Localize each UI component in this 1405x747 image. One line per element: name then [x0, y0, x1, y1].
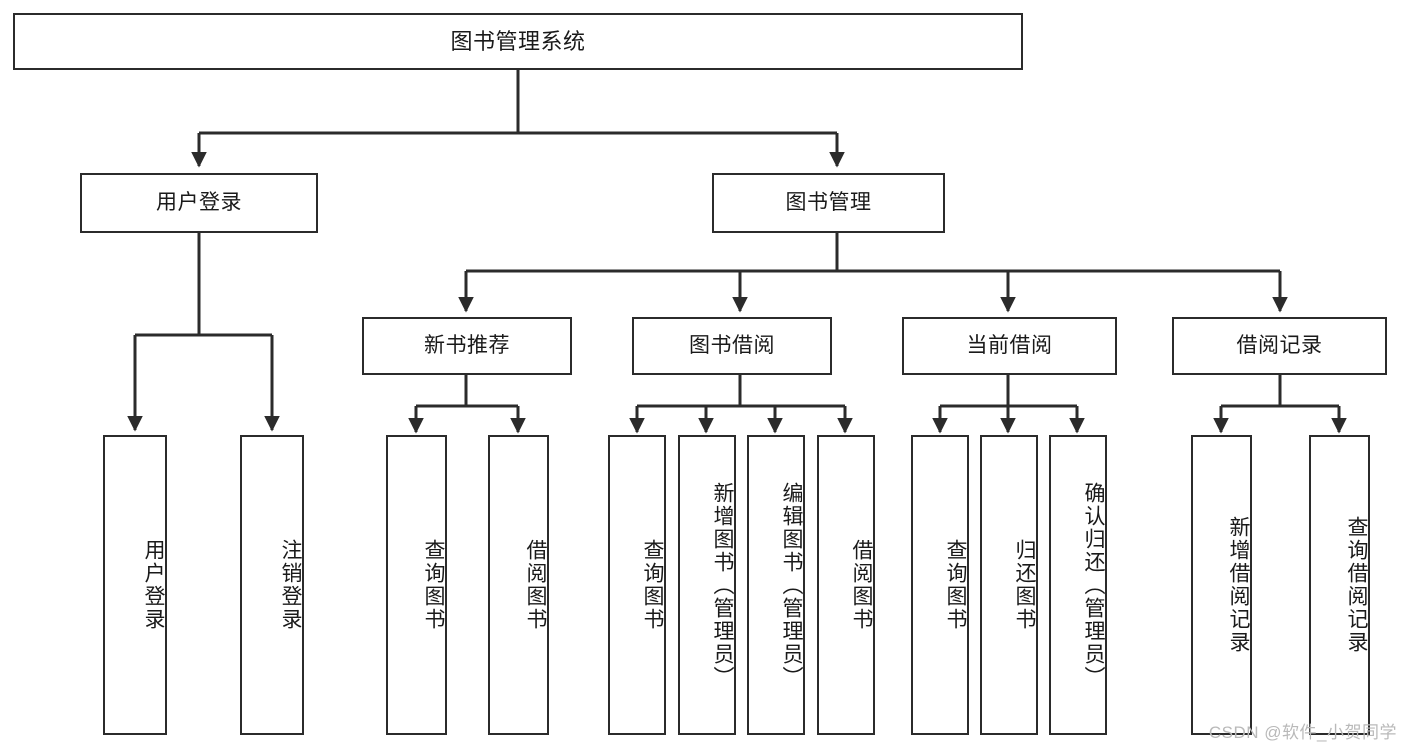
leaf-borrow-record-add-record[interactable]: 新增借阅记录 — [1191, 435, 1252, 735]
leaf-book-borrow-lend-books[interactable]: 借阅图书 — [817, 435, 875, 735]
leaf-borrow-record-query-record[interactable]: 查询借阅记录 — [1309, 435, 1370, 735]
leaf-label: 新增图书（管理员） — [711, 481, 734, 689]
node-new-book-recommend[interactable]: 新书推荐 — [362, 317, 572, 375]
leaf-new-book-borrow-books[interactable]: 借阅图书 — [488, 435, 549, 735]
node-book-management[interactable]: 图书管理 — [712, 173, 945, 233]
node-book-borrow[interactable]: 图书借阅 — [632, 317, 832, 375]
leaf-new-book-query-books[interactable]: 查询图书 — [386, 435, 447, 735]
node-user-login[interactable]: 用户登录 — [80, 173, 318, 233]
leaf-label: 归还图书 — [1013, 539, 1036, 631]
leaf-label: 查询图书 — [944, 539, 967, 631]
leaf-current-borrow-query-books[interactable]: 查询图书 — [911, 435, 969, 735]
node-borrow-record[interactable]: 借阅记录 — [1172, 317, 1387, 375]
leaf-label: 查询图书 — [641, 539, 664, 631]
leaf-label: 用户登录 — [142, 539, 165, 631]
leaf-label: 编辑图书（管理员） — [780, 481, 803, 689]
leaf-label: 注销登录 — [279, 539, 302, 631]
leaf-label: 借阅图书 — [524, 539, 547, 631]
node-current-borrow[interactable]: 当前借阅 — [902, 317, 1117, 375]
leaf-current-borrow-confirm-return-admin[interactable]: 确认归还（管理员） — [1049, 435, 1107, 735]
leaf-user-login-logout[interactable]: 注销登录 — [240, 435, 304, 735]
leaf-book-borrow-edit-book-admin[interactable]: 编辑图书（管理员） — [747, 435, 805, 735]
leaf-label: 查询图书 — [422, 539, 445, 631]
node-root-book-management-system[interactable]: 图书管理系统 — [13, 13, 1023, 70]
leaf-current-borrow-return-books[interactable]: 归还图书 — [980, 435, 1038, 735]
leaf-user-login-login[interactable]: 用户登录 — [103, 435, 167, 735]
leaf-book-borrow-query-books[interactable]: 查询图书 — [608, 435, 666, 735]
leaf-book-borrow-add-book-admin[interactable]: 新增图书（管理员） — [678, 435, 736, 735]
leaf-label: 查询借阅记录 — [1345, 516, 1368, 654]
csdn-watermark: CSDN @软件_小贺同学 — [1208, 723, 1397, 742]
leaf-label: 新增借阅记录 — [1227, 516, 1250, 654]
leaf-label: 借阅图书 — [850, 539, 873, 631]
leaf-label: 确认归还（管理员） — [1082, 481, 1105, 689]
